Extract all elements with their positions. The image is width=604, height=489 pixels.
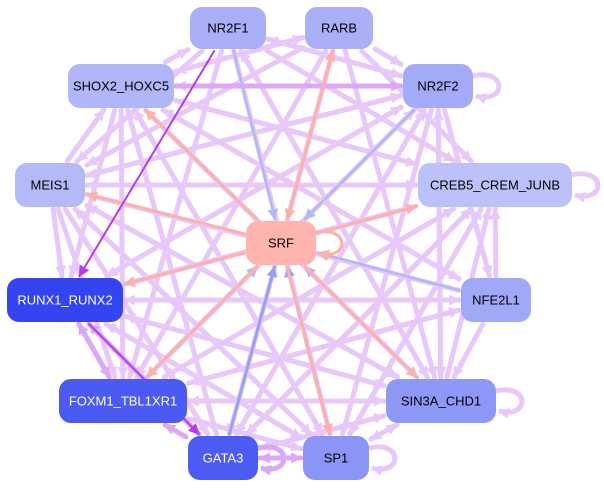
edge-creb5_crem_junb-to-shox2_hoxc5 xyxy=(173,97,419,167)
node-box[interactable] xyxy=(305,7,373,49)
node-label: SHOX2_HOXC5 xyxy=(73,79,169,94)
edge-nr2f2-to-srf xyxy=(303,108,416,221)
edge-meis1-to-runx1_runx2 xyxy=(50,206,67,279)
edge-foxm1_tbl1xr1-to-creb5_crem_junb xyxy=(161,206,457,380)
node-gata3[interactable]: GATA3 xyxy=(188,436,258,480)
node-label: SIN3A_CHD1 xyxy=(401,394,481,409)
edge-nfe2l1-to-shox2_hoxc5 xyxy=(160,107,462,282)
node-meis1[interactable]: MEIS1 xyxy=(15,163,85,207)
self-loop-sp1 xyxy=(368,444,398,476)
node-nr2f2[interactable]: NR2F2 xyxy=(403,64,473,108)
node-nr2f1[interactable]: NR2F1 xyxy=(190,7,266,49)
node-label: SRF xyxy=(268,236,294,251)
self-loop-srf xyxy=(315,230,344,261)
edge-srf-to-shox2_hoxc5 xyxy=(143,108,259,221)
node-sin3a-chd1[interactable]: SIN3A_CHD1 xyxy=(386,379,496,423)
node-box[interactable] xyxy=(418,163,572,207)
edge-srf-to-creb5_crem_junb xyxy=(316,203,418,235)
edge-srf-to-sin3a_chd1 xyxy=(303,265,419,379)
node-box[interactable] xyxy=(59,379,187,423)
node-box[interactable] xyxy=(403,64,473,108)
edge-nfe2l1-to-creb5_crem_junb xyxy=(489,206,501,279)
node-box[interactable] xyxy=(188,436,258,480)
node-label: NR2F2 xyxy=(417,79,458,94)
node-box[interactable] xyxy=(15,163,85,207)
edge-rarb-to-nr2f2 xyxy=(372,46,404,67)
node-label: FOXM1_TBL1XR1 xyxy=(69,394,177,409)
edge-sin3a_chd1-to-gata3 xyxy=(257,413,387,452)
node-creb5-crem-junb[interactable]: CREB5_CREM_JUNB xyxy=(418,163,572,207)
self-loop-nr2f2 xyxy=(472,72,502,104)
edge-nfe2l1-to-srf xyxy=(316,250,461,292)
node-runx1-runx2[interactable]: RUNX1_RUNX2 xyxy=(7,278,123,322)
edge-nfe2l1-to-foxm1_tbl1xr1 xyxy=(186,307,462,386)
edge-sin3a_chd1-to-runx1_runx2 xyxy=(122,313,387,389)
edge-meis1-to-shox2_hoxc5 xyxy=(64,107,107,164)
edge-srf-to-sp1 xyxy=(285,265,333,436)
edge-sin3a_chd1-to-nr2f2 xyxy=(432,107,444,380)
node-srf[interactable]: SRF xyxy=(246,221,316,265)
node-nfe2l1[interactable]: NFE2L1 xyxy=(461,278,531,322)
node-box[interactable] xyxy=(190,7,266,49)
edge-nr2f1-to-runx1_runx2 xyxy=(78,50,216,277)
edge-sin3a_chd1-to-sp1 xyxy=(368,422,400,442)
self-loop-sin3a_chd1 xyxy=(495,387,525,419)
edge-srf-to-rarb xyxy=(285,49,336,221)
node-foxm1-tbl1xr1[interactable]: FOXM1_TBL1XR1 xyxy=(59,379,187,423)
node-box[interactable] xyxy=(461,278,531,322)
edge-sin3a_chd1-to-nr2f1 xyxy=(238,48,430,380)
node-box[interactable] xyxy=(303,436,369,480)
edge-foxm1_tbl1xr1-to-runx1_runx2 xyxy=(76,321,112,380)
node-label: RARB xyxy=(321,21,357,36)
edge-runx1_runx2-to-nr2f2 xyxy=(104,104,404,279)
node-box[interactable] xyxy=(68,64,174,108)
edge-sp1-to-meis1 xyxy=(72,206,314,437)
node-label: GATA3 xyxy=(203,451,244,466)
edge-nr2f1-to-srf xyxy=(232,49,279,221)
self-loop-gata3 xyxy=(257,444,287,476)
edge-srf-to-foxm1_tbl1xr1 xyxy=(145,265,259,379)
node-label: SP1 xyxy=(324,451,349,466)
node-box[interactable] xyxy=(246,221,316,265)
node-label: NR2F1 xyxy=(207,21,248,36)
node-label: CREB5_CREM_JUNB xyxy=(430,178,560,193)
edge-sp1-to-shox2_hoxc5 xyxy=(132,107,325,437)
edge-srf-to-runx1_runx2 xyxy=(123,251,246,287)
node-sp1[interactable]: SP1 xyxy=(303,436,369,480)
node-shox2-hoxc5[interactable]: SHOX2_HOXC5 xyxy=(68,64,174,108)
edge-gata3-to-srf xyxy=(227,265,278,436)
edges-layer xyxy=(50,34,601,476)
edge-shox2_hoxc5-to-foxm1_tbl1xr1 xyxy=(117,107,129,380)
node-label: RUNX1_RUNX2 xyxy=(17,293,112,308)
edge-gata3-to-foxm1_tbl1xr1 xyxy=(162,422,189,440)
self-loop-creb5_crem_junb xyxy=(571,171,601,203)
node-box[interactable] xyxy=(386,379,496,423)
node-rarb[interactable]: RARB xyxy=(305,7,373,49)
node-box[interactable] xyxy=(7,278,123,322)
edge-gata3-to-nr2f2 xyxy=(234,107,427,437)
edge-nfe2l1-to-sin3a_chd1 xyxy=(451,321,486,380)
edge-shox2_hoxc5-to-nr2f1 xyxy=(162,47,191,65)
node-label: NFE2L1 xyxy=(472,293,520,308)
node-label: MEIS1 xyxy=(30,178,69,193)
edge-rarb-to-foxm1_tbl1xr1 xyxy=(134,48,329,380)
edge-srf-to-meis1 xyxy=(85,191,246,236)
edge-sin3a_chd1-to-meis1 xyxy=(84,202,401,380)
